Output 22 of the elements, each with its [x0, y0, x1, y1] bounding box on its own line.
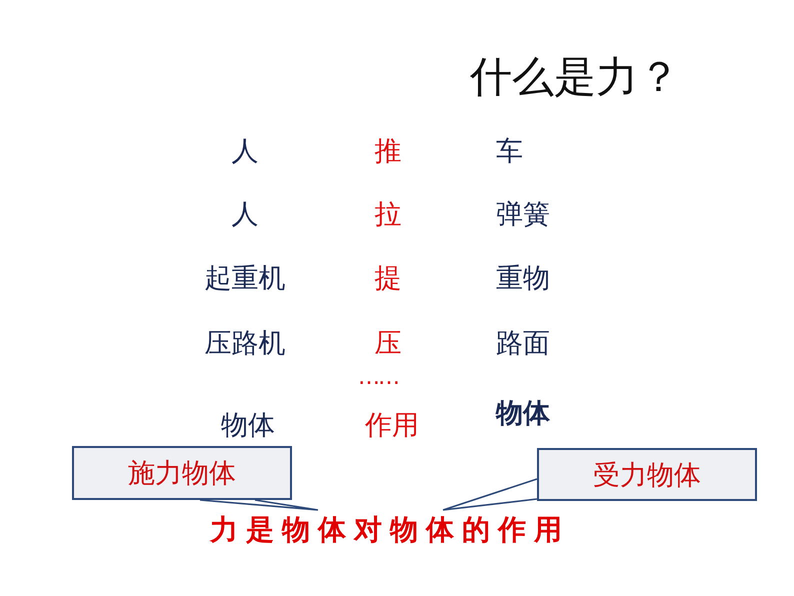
object-word: 压路机: [204, 328, 286, 360]
callout-tail: [442, 478, 538, 511]
object-word: 人: [232, 199, 258, 231]
definition-sentence: 力是物体对物体的作用: [190, 510, 590, 550]
action-word: 提: [374, 263, 402, 295]
object-word: 重物: [496, 263, 550, 295]
callout-box: 受力物体: [537, 448, 757, 501]
action-word: 拉: [374, 199, 402, 231]
action-word: 压: [374, 328, 402, 360]
callout-box: 施力物体: [72, 446, 292, 500]
object-word: 物体: [221, 410, 275, 442]
object-word: 人: [232, 136, 258, 168]
slide-title: 什么是力？: [470, 52, 680, 102]
object-word: 起重机: [204, 263, 286, 295]
object-word: 物体: [496, 398, 550, 430]
callout-tail: [199, 499, 319, 511]
action-word: 推: [374, 136, 402, 168]
object-word: 车: [496, 136, 523, 168]
action-word: 作用: [365, 410, 419, 442]
ellipsis-dots: ……: [358, 364, 398, 392]
object-word: 弹簧: [496, 199, 550, 231]
object-word: 路面: [496, 328, 550, 360]
